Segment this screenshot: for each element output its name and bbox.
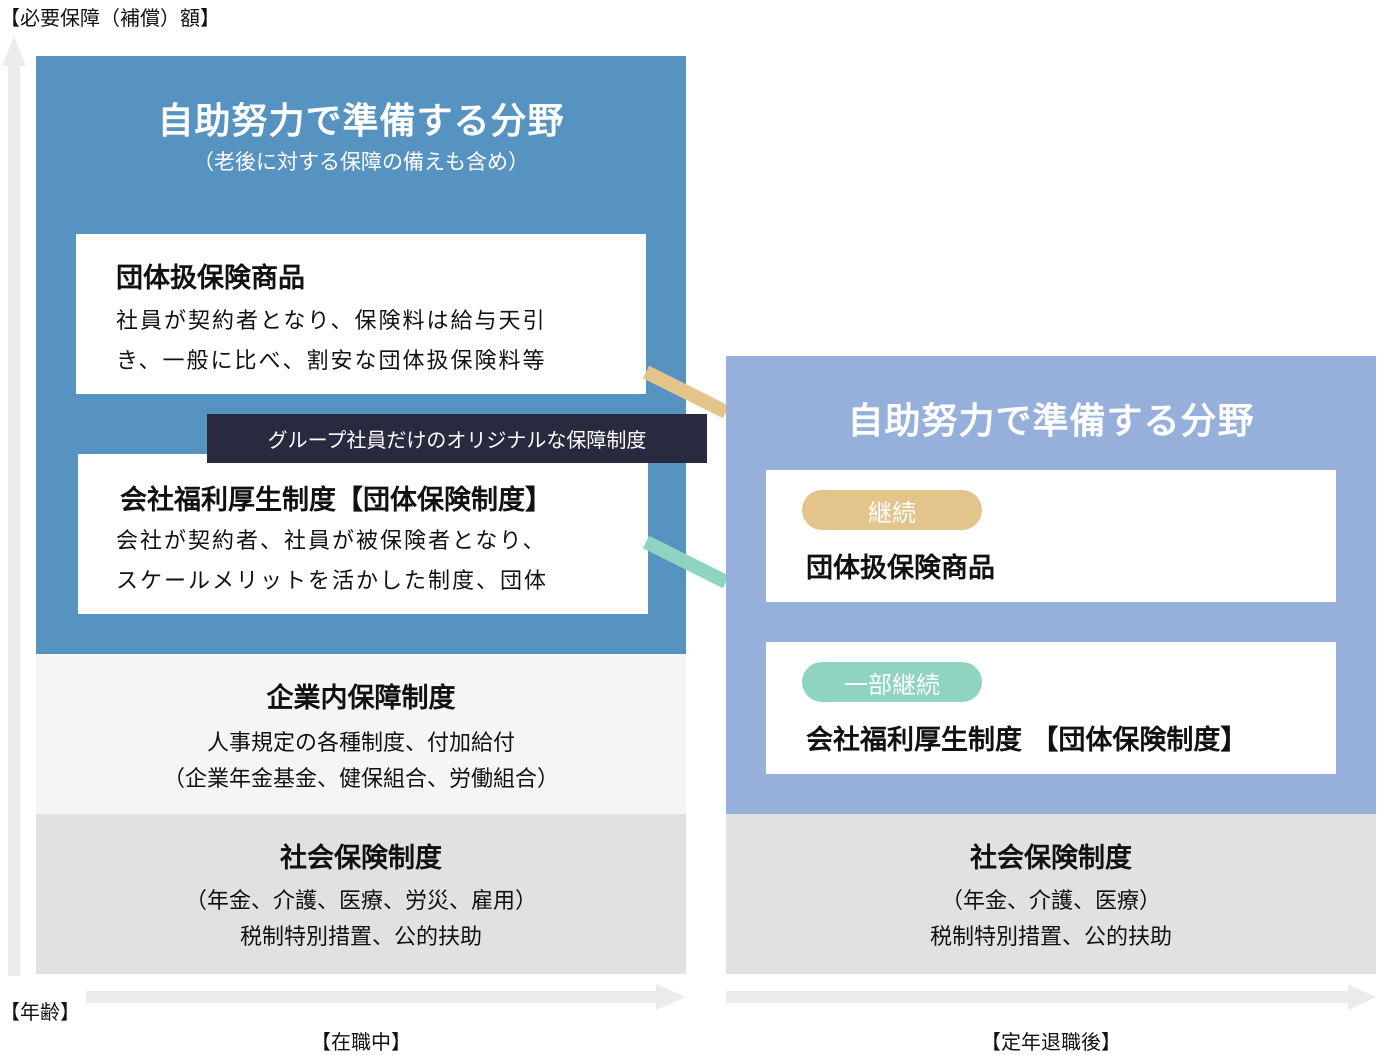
welfare-body-2: スケールメリットを活かした制度、団体	[116, 569, 549, 594]
in-company-band: 企業内保障制度 人事規定の各種制度、付加給付 （企業年金基金、健保組合、労働組合…	[36, 654, 686, 814]
social-insurance-body-1-retired: （年金、介護、医療）	[940, 889, 1161, 914]
social-insurance-body-2-employed: 税制特別措置、公的扶助	[239, 925, 482, 950]
x-axis-label: 【年齢】	[0, 1000, 80, 1024]
group-products-title: 団体扱保険商品	[116, 263, 305, 294]
original-coverage-tag: グループ社員だけのオリジナルな保障制度	[207, 414, 707, 463]
continue-badge: 継続	[802, 490, 982, 530]
in-company-body-2: （企業年金基金、健保組合、労働組合）	[162, 767, 559, 792]
x-axis-arrow-retired-icon	[726, 984, 1376, 1010]
in-company-title: 企業内保障制度	[266, 683, 456, 714]
self-help-title-retired: 自助努力で準備する分野	[847, 401, 1255, 442]
x-axis-arrow-employed-icon	[86, 984, 686, 1010]
welfare-body-1: 会社が契約者、社員が被保険者となり、	[116, 529, 547, 554]
group-products-body-1: 社員が契約者となり、保険料は給与天引	[116, 309, 547, 334]
continue-connector-line	[642, 365, 730, 419]
retired-welfare-card: 一部継続 会社福利厚生制度 【団体保険制度】	[766, 642, 1336, 774]
y-axis-arrow-icon	[2, 36, 26, 976]
social-insurance-body-2-retired: 税制特別措置、公的扶助	[929, 925, 1172, 950]
social-insurance-body-1-employed: （年金、介護、医療、労災、雇用）	[184, 889, 537, 914]
welfare-title: 会社福利厚生制度【団体保険制度】	[120, 485, 552, 516]
self-help-subtitle-employed: （老後に対する保障の備えも含め）	[193, 150, 529, 174]
group-products-body-2: き、一般に比べ、割安な団体扱保険料等	[116, 349, 547, 374]
partial-connector-line	[642, 535, 730, 589]
social-insurance-band-employed: 社会保険制度 （年金、介護、医療、労災、雇用） 税制特別措置、公的扶助	[36, 814, 686, 974]
retired-group-products-title: 団体扱保険商品	[806, 553, 995, 584]
social-insurance-band-retired: 社会保険制度 （年金、介護、医療） 税制特別措置、公的扶助	[726, 814, 1376, 974]
welfare-card: 会社福利厚生制度【団体保険制度】 会社が契約者、社員が被保険者となり、 スケール…	[78, 454, 648, 614]
partial-continue-badge: 一部継続	[802, 662, 982, 702]
self-help-title-employed: 自助努力で準備する分野	[157, 101, 565, 142]
social-insurance-title-retired: 社会保険制度	[970, 843, 1132, 874]
period-label-employed: 【在職中】	[311, 1030, 411, 1054]
y-axis-label: 【必要保障（補償）額】	[0, 6, 220, 30]
retired-group-products-card: 継続 団体扱保険商品	[766, 470, 1336, 602]
connector-lines	[642, 365, 730, 589]
social-insurance-title-employed: 社会保険制度	[280, 843, 442, 874]
in-company-body-1: 人事規定の各種制度、付加給付	[206, 731, 515, 756]
period-label-retired: 【定年退職後】	[981, 1030, 1121, 1054]
retired-welfare-title: 会社福利厚生制度 【団体保険制度】	[806, 725, 1248, 756]
group-products-card: 団体扱保険商品 社員が契約者となり、保険料は給与天引 き、一般に比べ、割安な団体…	[76, 234, 646, 394]
